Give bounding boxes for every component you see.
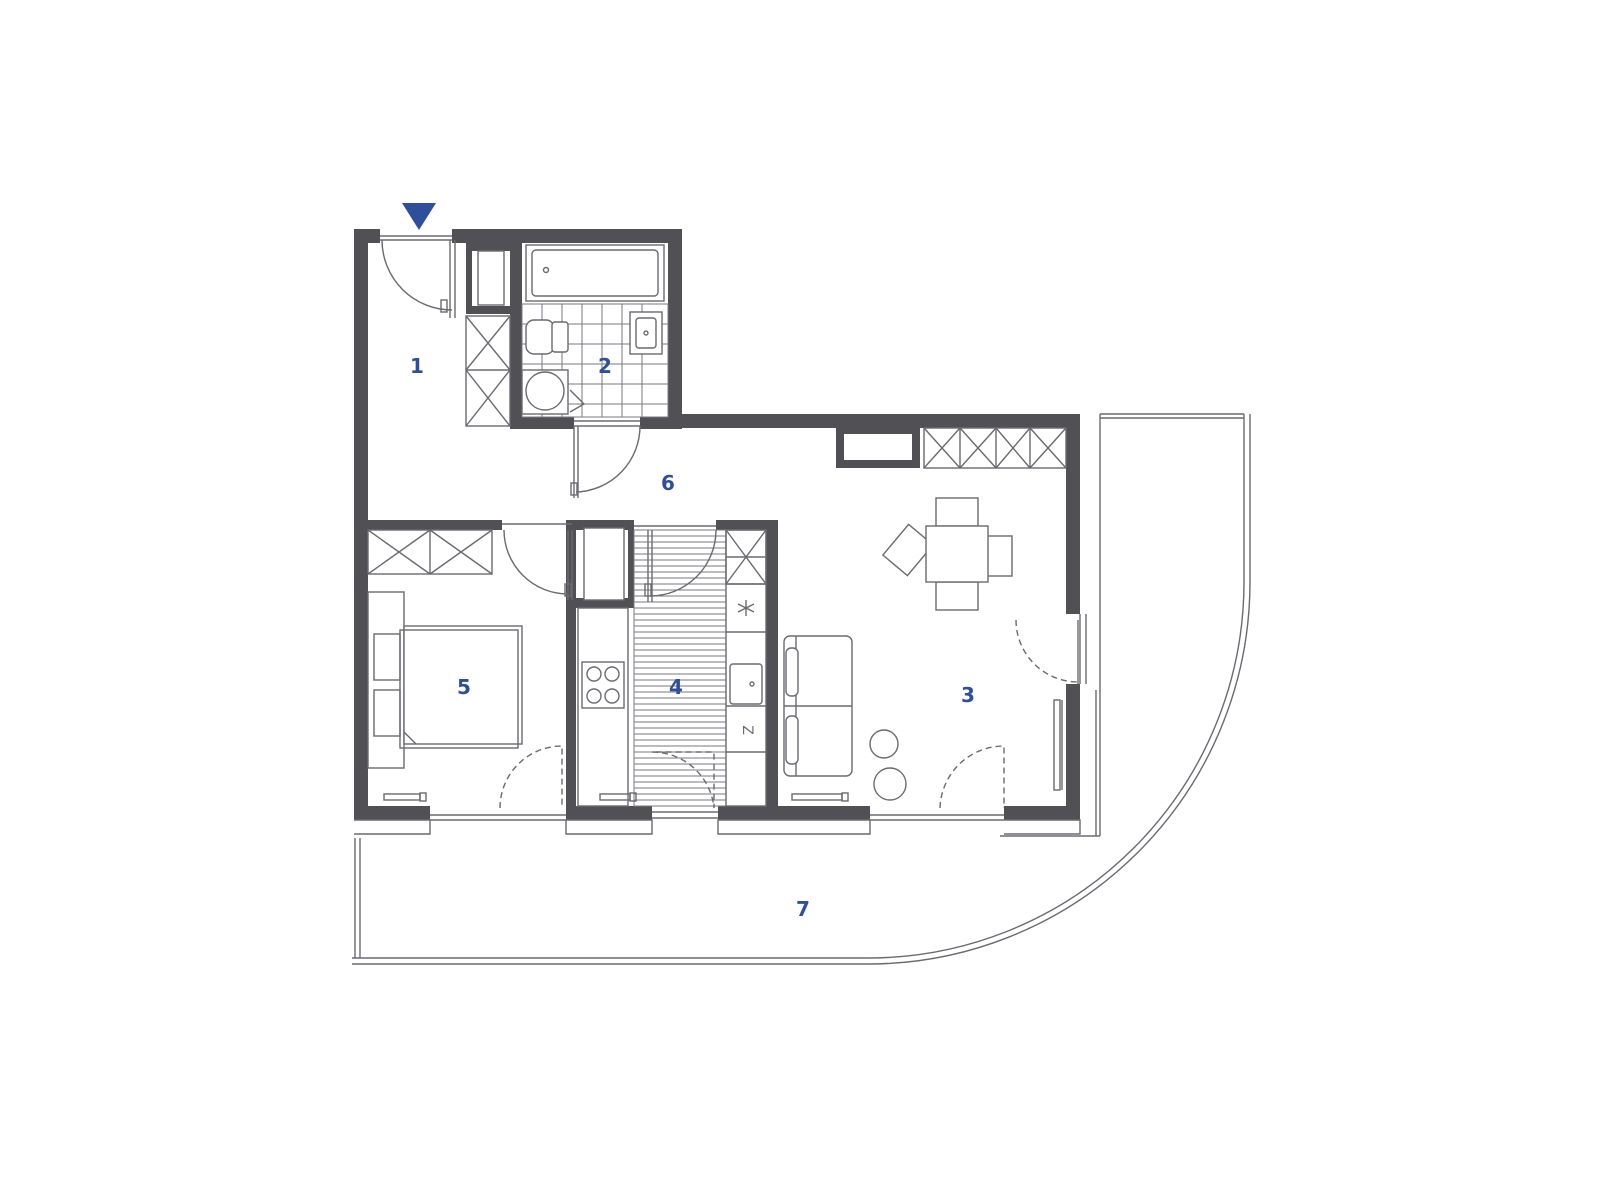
room-label-5: 5 [457,675,471,699]
room-label-6: 6 [661,471,675,495]
radiator-icon [383,792,427,802]
radiator-icon [791,792,849,802]
stool-icon [873,767,907,801]
sink-icon [729,663,763,705]
room-label-1: 1 [410,354,424,378]
walls [354,229,1080,820]
bedroom-door[interactable] [502,523,573,600]
room-label-3: 3 [961,683,975,707]
bathroom-door[interactable] [570,420,641,498]
wardrobe-icon [465,250,511,427]
room-label-7: 7 [796,897,810,921]
living-wardrobe-icon [923,427,1067,469]
living-window-door[interactable] [939,745,1005,809]
sofa-icon [783,635,853,777]
window-lines [354,614,1087,835]
svg-text:Z: Z [739,725,755,735]
dining-table-icon [881,497,1013,611]
washing-machine-icon [521,369,586,415]
balcony-door[interactable] [1015,619,1079,791]
entrance-door[interactable] [380,235,456,318]
double-bed-icon [367,591,523,769]
toilet-icon [525,319,569,355]
triangle-down-icon [402,203,436,230]
room-label-4: 4 [669,675,683,699]
stool-icon [869,729,899,759]
room-label-2: 2 [598,354,612,378]
terrace-railing [352,413,1251,965]
kitchen-counter [577,527,629,807]
bedroom-window-door[interactable] [499,745,563,809]
kitchen-right-counter: Z [725,529,767,807]
bathtub-icon [525,244,665,302]
wardrobe-icon [367,529,493,575]
bathroom-tiles [521,303,669,418]
washbasin-icon [629,311,663,355]
kitchen-doors[interactable] [634,525,717,809]
radiator-icon [599,792,637,802]
